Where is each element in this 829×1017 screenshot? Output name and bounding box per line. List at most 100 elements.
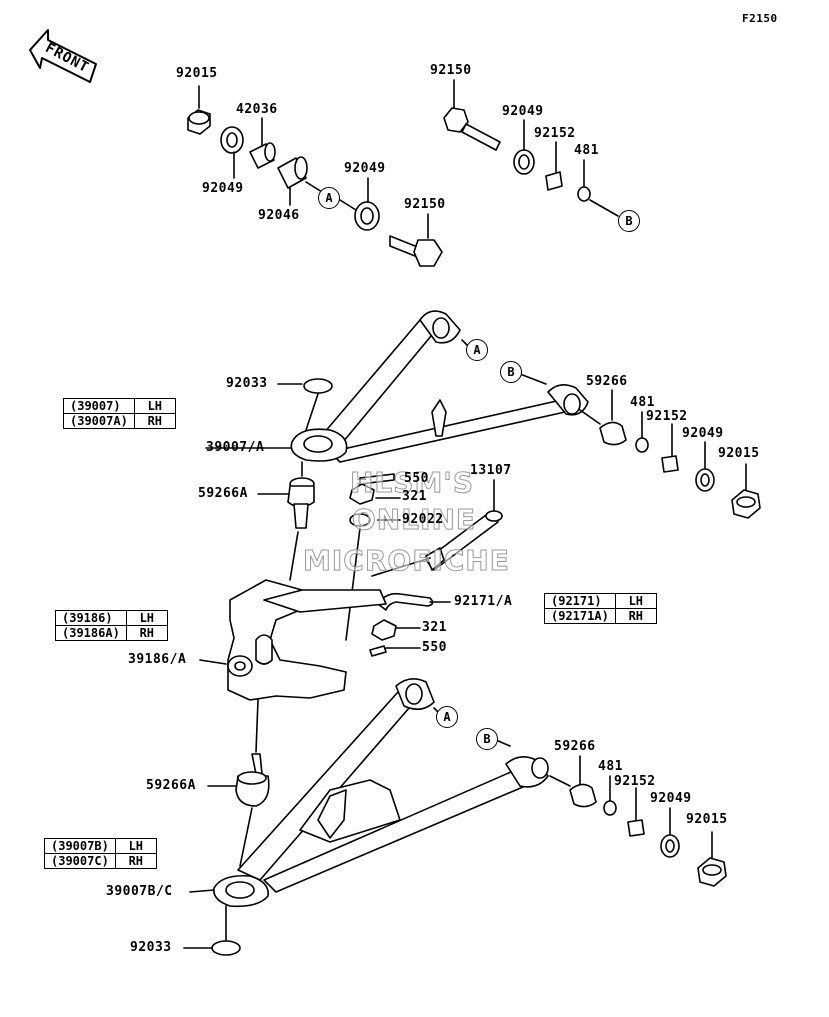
diagram-code: F2150 (742, 12, 778, 25)
part-number: (39186) (55, 610, 127, 626)
circlip-92033-top (303, 378, 333, 394)
variant-table-39007b: (39007B)LH (39007C)RH (44, 838, 157, 869)
watermark-line-2: ONLINE (351, 503, 477, 536)
bolt-92150-lower (389, 235, 443, 267)
label-42036: 42036 (236, 102, 278, 117)
ring-481-lower (603, 800, 617, 816)
bushing-59266-upper (599, 421, 627, 446)
washer-92022 (349, 513, 371, 527)
castle-nut-321-top (349, 483, 375, 505)
side: RH (133, 413, 176, 429)
label-481-upper: 481 (630, 395, 655, 410)
side: LH (125, 610, 168, 626)
side: RH (125, 625, 168, 641)
label-92033-bottom: 92033 (130, 940, 172, 955)
label-92049-upper: 92049 (682, 426, 724, 441)
clip-92171-a (377, 592, 434, 611)
label-92049-lower: 92049 (650, 791, 692, 806)
variant-table-92171: (92171)LH (92171A)RH (544, 593, 657, 624)
cotter-pin-550-top (359, 473, 395, 485)
ring-481-upper (635, 437, 649, 453)
bearing-92046 (277, 156, 308, 189)
side: LH (614, 593, 657, 609)
seal-92049-right (513, 149, 535, 175)
label-92022: 92022 (402, 512, 444, 527)
table-row: (39186A)RH (55, 625, 168, 641)
label-39007-a: 39007/A (206, 440, 265, 455)
callout-b-lower-arm: B (476, 728, 498, 750)
table-row: (39007A)RH (63, 413, 176, 429)
seal-92049-upper (695, 468, 715, 492)
table-row: (92171A)RH (544, 608, 657, 624)
part-number: (39007) (63, 398, 135, 414)
front-arrow-icon (29, 29, 97, 83)
label-481-lower: 481 (598, 759, 623, 774)
bushing-59266-lower (569, 783, 597, 808)
callout-a-lower-arm: A (436, 706, 458, 728)
callout-b-upper-arm: B (500, 361, 522, 383)
side: RH (614, 608, 657, 624)
table-row: (39007B)LH (44, 838, 157, 854)
nut-92015-lower (697, 857, 727, 887)
label-92049-right: 92049 (502, 104, 544, 119)
label-92171-a: 92171/A (454, 594, 513, 609)
bolt-92150-top (443, 107, 501, 151)
label-59266a-lower: 59266A (146, 778, 196, 793)
seal-92049-mid (354, 201, 380, 231)
collar-92152-upper (661, 455, 679, 473)
label-92015-lower: 92015 (686, 812, 728, 827)
collar-92152-lower (627, 819, 645, 837)
seal-92049-lower (660, 834, 680, 858)
variant-table-39007: (39007)LH (39007A)RH (63, 398, 176, 429)
label-92015-upper: 92015 (718, 446, 760, 461)
label-92152-top: 92152 (534, 126, 576, 141)
watermark-line-3: MICROFICHE (303, 544, 510, 577)
label-92046: 92046 (258, 208, 300, 223)
part-number: (39007C) (44, 853, 116, 869)
callout-a-upper-arm: A (466, 339, 488, 361)
side: RH (114, 853, 157, 869)
watermark-line-1: HLSM'S (349, 466, 475, 499)
table-row: (92171)LH (544, 593, 657, 609)
label-39007b-c: 39007B/C (106, 884, 173, 899)
label-92015-top: 92015 (176, 66, 218, 81)
table-row: (39007)LH (63, 398, 176, 414)
part-number: (39186A) (55, 625, 127, 641)
label-481-top: 481 (574, 143, 599, 158)
label-92049-left: 92049 (202, 181, 244, 196)
collar-42036 (249, 142, 276, 169)
nut-92015-top (187, 109, 211, 135)
label-59266-lower: 59266 (554, 739, 596, 754)
label-59266-upper: 59266 (586, 374, 628, 389)
label-321-low: 321 (422, 620, 447, 635)
callout-b-top: B (618, 210, 640, 232)
cotter-pin-550-low (369, 645, 387, 657)
label-39186-a: 39186/A (128, 652, 187, 667)
label-59266a-upper: 59266A (198, 486, 248, 501)
part-number: (92171) (544, 593, 616, 609)
label-92033-top: 92033 (226, 376, 268, 391)
circlip-92033-bottom (211, 940, 241, 956)
castle-nut-321-low (371, 619, 397, 641)
nut-92015-upper (731, 489, 761, 519)
table-row: (39186)LH (55, 610, 168, 626)
variant-table-39186: (39186)LH (39186A)RH (55, 610, 168, 641)
label-550-low: 550 (422, 640, 447, 655)
side: LH (133, 398, 176, 414)
label-92152-upper: 92152 (646, 409, 688, 424)
label-92150-top: 92150 (430, 63, 472, 78)
label-92152-lower: 92152 (614, 774, 656, 789)
kingpin-13107 (425, 510, 503, 571)
steering-knuckle-39186 (227, 579, 387, 701)
ring-481-top (577, 186, 591, 202)
label-321-top: 321 (402, 489, 427, 504)
table-row: (39007C)RH (44, 853, 157, 869)
label-92150-lower: 92150 (404, 197, 446, 212)
part-number: (39007B) (44, 838, 116, 854)
callout-a-top: A (318, 187, 340, 209)
label-13107: 13107 (470, 463, 512, 478)
lower-a-arm (213, 678, 549, 908)
label-92049-mid: 92049 (344, 161, 386, 176)
part-number: (92171A) (544, 608, 616, 624)
